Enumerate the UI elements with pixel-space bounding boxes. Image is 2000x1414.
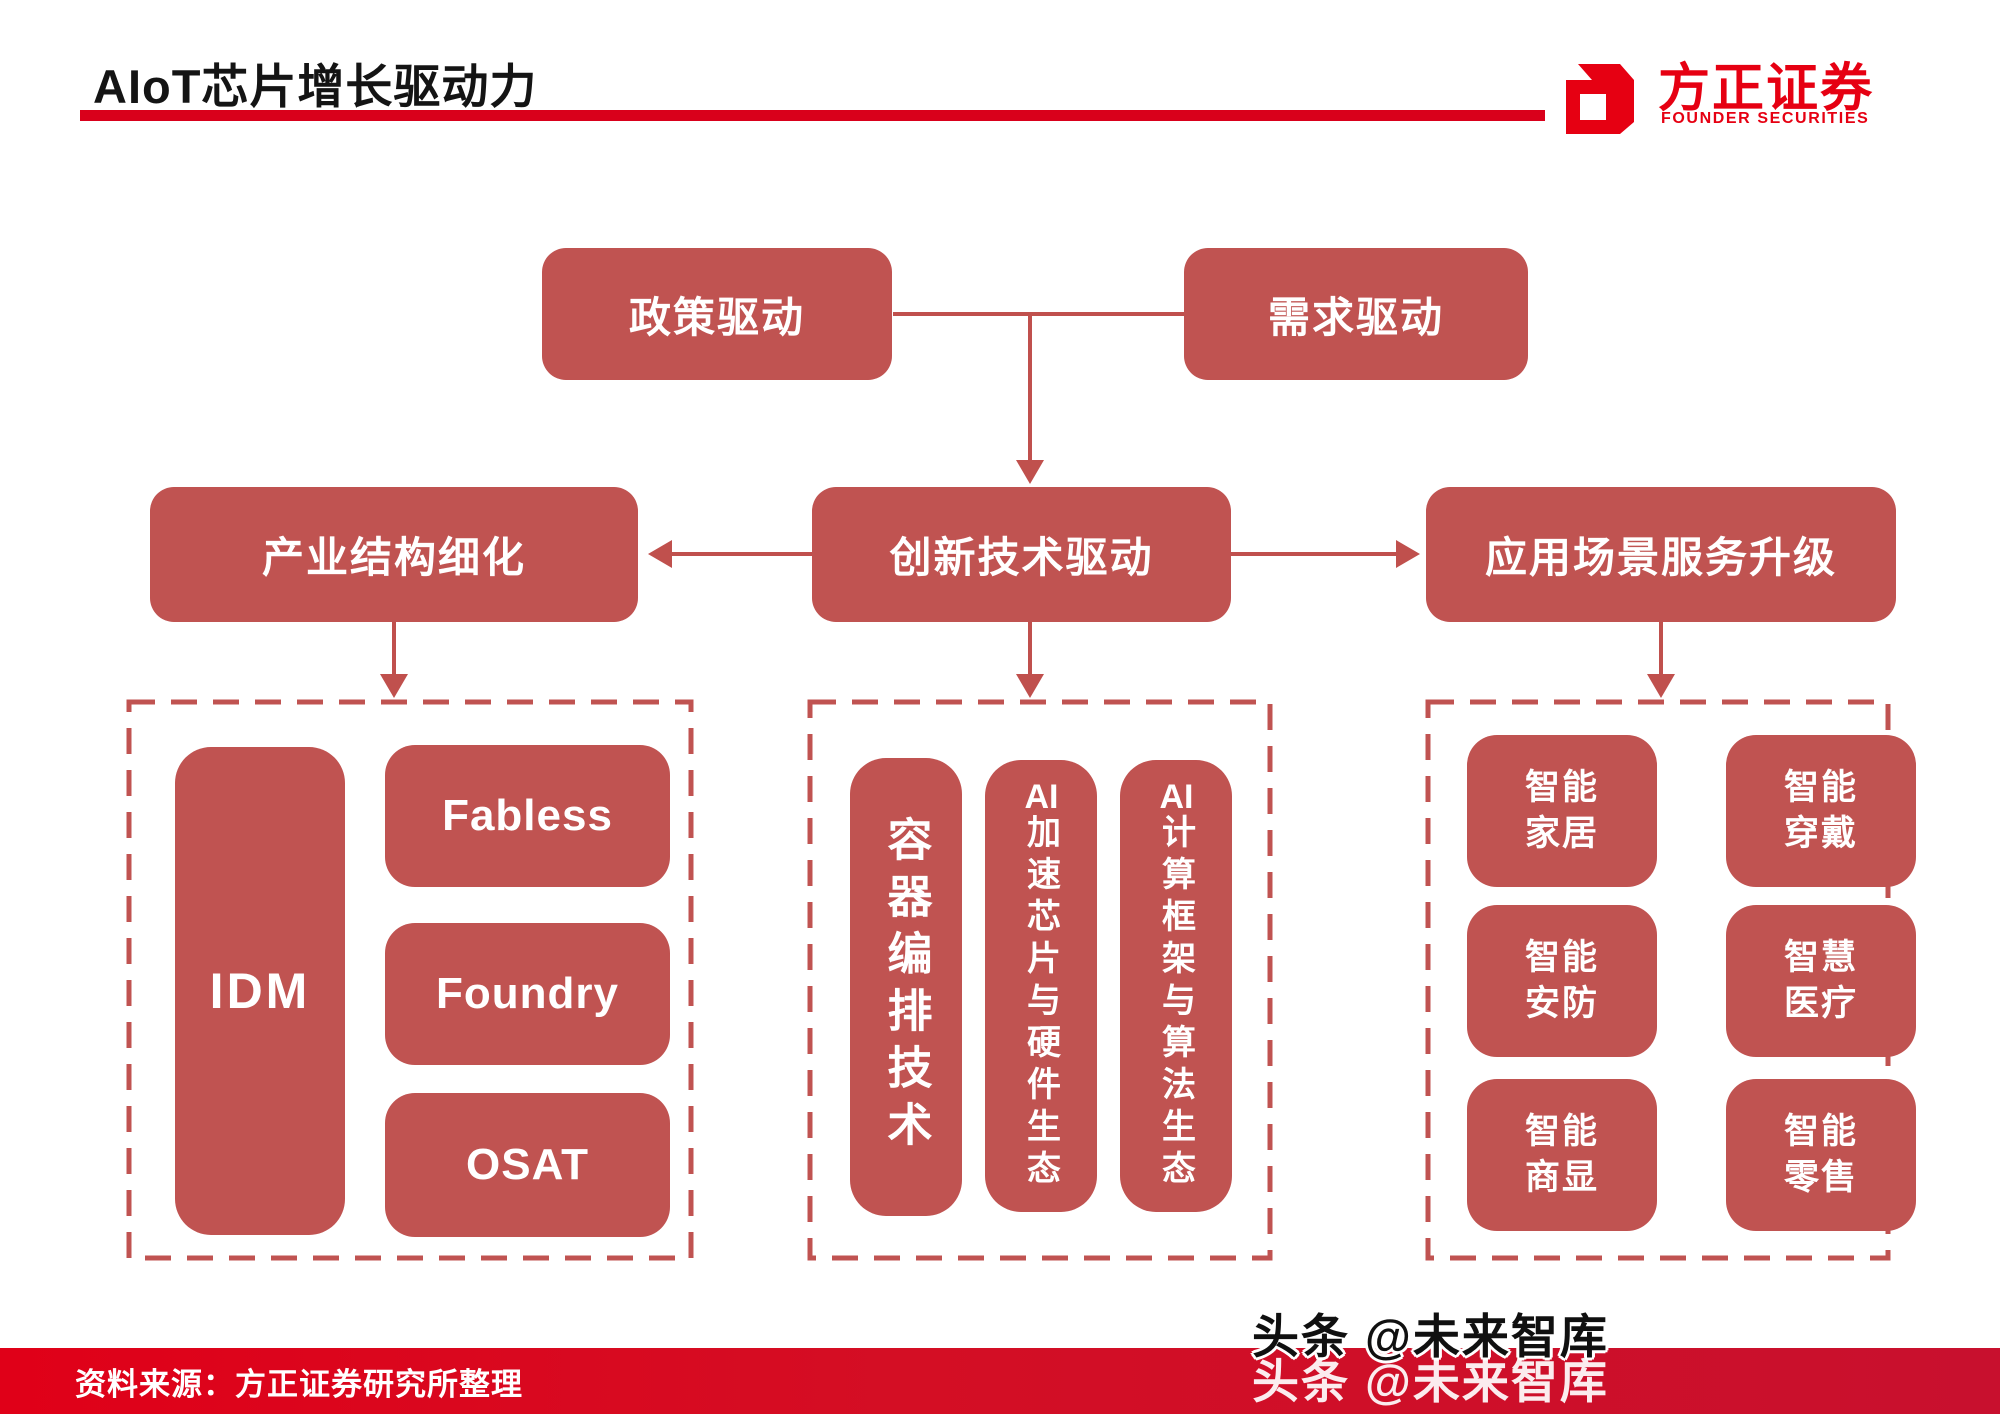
logo-cube-icon bbox=[1566, 64, 1634, 134]
logo-name-en: FOUNDER SECURITIES bbox=[1661, 110, 1870, 127]
box-foundry: Foundry bbox=[385, 923, 670, 1065]
source-text: 资料来源：方正证券研究所整理 bbox=[75, 1366, 523, 1402]
founder-securities-logo: 方正证券 FOUNDER SECURITIES bbox=[1556, 46, 1886, 146]
scene-box-smart-home: 智能 家居 bbox=[1467, 735, 1657, 887]
box-policy-driver: 政策驱动 bbox=[542, 248, 892, 380]
watermark-ghost: 头条 @未来智库 bbox=[1252, 1355, 1609, 1408]
title-underline-rule bbox=[80, 110, 1545, 121]
box-fabless: Fabless bbox=[385, 745, 670, 887]
scene-box-smart-display: 智能 商显 bbox=[1467, 1079, 1657, 1231]
box-tech-driver: 创新技术驱动 bbox=[812, 487, 1231, 622]
scene-box-smart-wearable: 智能 穿戴 bbox=[1726, 735, 1916, 887]
box-osat: OSAT bbox=[385, 1093, 670, 1237]
box-demand-driver: 需求驱动 bbox=[1184, 248, 1528, 380]
arrow-down-icon bbox=[1016, 460, 1044, 484]
arrow-right-icon bbox=[1396, 540, 1420, 568]
footer-bar: 资料来源：方正证券研究所整理 bbox=[0, 1348, 2000, 1414]
watermark: 头条 @未来智库 bbox=[1252, 1310, 1609, 1363]
scene-box-smart-retail: 智能 零售 bbox=[1726, 1079, 1916, 1231]
page-title: AIoT芯片增长驱动力 bbox=[93, 60, 538, 113]
box-scene-upgrade: 应用场景服务升级 bbox=[1426, 487, 1896, 622]
vbox-container-orchestration: 容器编排技术 bbox=[850, 758, 962, 1216]
arrow-down-icon bbox=[1647, 674, 1675, 698]
scene-box-smart-medical: 智慧 医疗 bbox=[1726, 905, 1916, 1057]
arrow-down-icon bbox=[380, 674, 408, 698]
arrow-left-icon bbox=[648, 540, 672, 568]
logo-name-cn: 方正证券 bbox=[1658, 60, 1875, 118]
box-industry-refinement: 产业结构细化 bbox=[150, 487, 638, 622]
box-idm: IDM bbox=[175, 747, 345, 1235]
scene-box-smart-security: 智能 安防 bbox=[1467, 905, 1657, 1057]
arrow-down-icon bbox=[1016, 674, 1044, 698]
